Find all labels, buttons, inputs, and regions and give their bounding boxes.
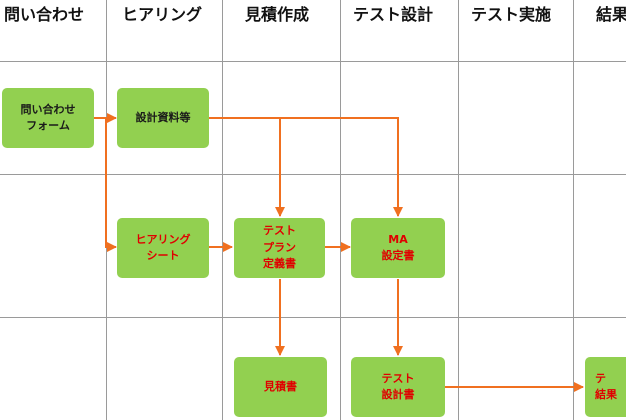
node-inquiry-form: 問い合わせ フォーム	[2, 88, 94, 148]
arrow-inquiry-to-hearing-sheet	[105, 118, 117, 252]
node-test-plan-definition: テスト プラン 定義書	[234, 218, 325, 278]
node-test-design-doc: テスト 設計書	[351, 357, 445, 417]
lane-divider	[573, 0, 574, 420]
column-header-test-execution: テスト実施	[471, 5, 552, 24]
column-header-estimate: 見積作成	[245, 5, 310, 24]
node-result-partial: テ 結果	[585, 357, 626, 417]
row-divider	[0, 174, 626, 175]
row-divider	[0, 317, 626, 318]
node-design-materials: 設計資料等	[117, 88, 209, 148]
lane-divider	[340, 0, 341, 420]
lane-divider	[458, 0, 459, 420]
node-estimate: 見積書	[234, 357, 327, 417]
column-header-hearing: ヒアリング	[122, 5, 203, 24]
row-divider	[0, 61, 626, 62]
arrow-materials-to-ma-settings	[209, 117, 403, 217]
lane-divider	[106, 0, 107, 420]
column-header-inquiry: 問い合わせ	[4, 5, 85, 24]
column-header-test-design: テスト設計	[353, 5, 434, 24]
lane-divider	[222, 0, 223, 420]
column-header-result: 結果	[596, 5, 626, 24]
node-hearing-sheet: ヒアリング シート	[117, 218, 209, 278]
node-ma-settings: MA 設定書	[351, 218, 445, 278]
